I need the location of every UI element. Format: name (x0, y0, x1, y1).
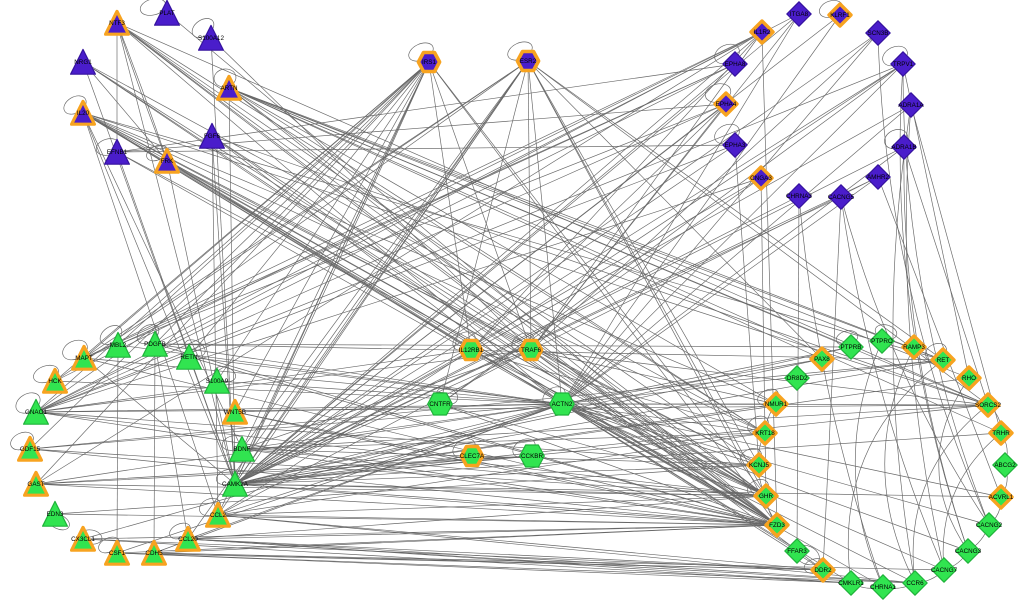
svg-text:RHO: RHO (962, 375, 976, 382)
svg-text:CDH5: CDH5 (145, 550, 163, 557)
svg-text:MAPT: MAPT (75, 355, 93, 362)
svg-text:S100A9: S100A9 (206, 378, 229, 385)
svg-text:CACNG7: CACNG7 (931, 567, 958, 574)
svg-text:EFNB1: EFNB1 (107, 149, 128, 156)
svg-text:CCL20: CCL20 (178, 536, 198, 543)
svg-text:FFAR3: FFAR3 (787, 548, 807, 555)
svg-text:CNGA3: CNGA3 (750, 175, 772, 182)
svg-text:GHR: GHR (759, 493, 773, 500)
svg-text:TRPV1: TRPV1 (893, 61, 914, 68)
svg-text:SORCS2: SORCS2 (975, 402, 1001, 409)
svg-text:HCK: HCK (48, 378, 62, 385)
svg-text:CACNG5: CACNG5 (828, 194, 855, 201)
svg-text:CACNG3: CACNG3 (955, 548, 982, 555)
svg-text:CHRNA1: CHRNA1 (870, 584, 896, 591)
svg-text:CSF1: CSF1 (109, 550, 126, 557)
svg-text:TRHR: TRHR (992, 430, 1010, 437)
svg-text:CX3CL1: CX3CL1 (71, 536, 95, 543)
svg-text:TRAF6: TRAF6 (521, 347, 541, 354)
svg-text:IL20: IL20 (77, 110, 90, 117)
svg-text:IL12RB1: IL12RB1 (459, 347, 484, 354)
svg-text:KLRF1: KLRF1 (830, 12, 850, 19)
svg-text:OR8D2: OR8D2 (787, 375, 808, 382)
svg-text:SCN3B: SCN3B (868, 30, 889, 37)
svg-text:ACTN2: ACTN2 (552, 401, 573, 408)
svg-text:GDF15: GDF15 (20, 446, 41, 453)
svg-text:CACNG2: CACNG2 (976, 522, 1003, 529)
svg-text:PTPRO: PTPRO (871, 338, 893, 345)
svg-text:ABCG2: ABCG2 (994, 462, 1016, 469)
svg-text:ARTN: ARTN (220, 85, 237, 92)
svg-text:DDR2: DDR2 (814, 567, 832, 574)
svg-text:FGF6: FGF6 (204, 133, 221, 140)
svg-text:CAMK2A: CAMK2A (222, 481, 249, 488)
svg-text:BDNF: BDNF (233, 446, 250, 453)
svg-text:CHRNA3: CHRNA3 (786, 193, 812, 200)
svg-text:ACVRL1: ACVRL1 (989, 494, 1014, 501)
svg-text:KRT18: KRT18 (755, 430, 775, 437)
svg-text:FRK: FRK (161, 158, 174, 165)
svg-text:RET: RET (937, 357, 950, 364)
svg-text:KCNJ5: KCNJ5 (749, 462, 769, 469)
svg-text:PLAT: PLAT (159, 10, 174, 17)
svg-text:WNT5B: WNT5B (224, 409, 246, 416)
svg-text:FZD3: FZD3 (769, 522, 785, 529)
svg-text:S100A12: S100A12 (198, 35, 224, 42)
svg-text:CCR6: CCR6 (906, 580, 924, 587)
svg-text:ADRA1B: ADRA1B (891, 144, 916, 151)
svg-text:PTPRB: PTPRB (841, 344, 862, 351)
svg-text:CCKBR: CCKBR (521, 453, 543, 460)
svg-text:EPHA4: EPHA4 (716, 101, 737, 108)
svg-text:CCL2: CCL2 (210, 512, 227, 519)
svg-text:CNTFR: CNTFR (429, 401, 451, 408)
svg-text:NTF3: NTF3 (109, 20, 125, 27)
svg-text:PDGFB: PDGFB (144, 341, 166, 348)
svg-text:AMHR2: AMHR2 (867, 174, 890, 181)
svg-text:ITGA8: ITGA8 (790, 11, 809, 18)
svg-text:ADRA1A: ADRA1A (898, 102, 924, 109)
svg-text:RETN: RETN (180, 354, 198, 361)
svg-text:PAX8: PAX8 (814, 356, 830, 363)
svg-text:MBL2: MBL2 (110, 342, 127, 349)
svg-text:NRG1: NRG1 (74, 59, 92, 66)
svg-text:GNAO1: GNAO1 (25, 409, 48, 416)
svg-text:IL1R2: IL1R2 (754, 29, 771, 36)
svg-text:RAMP3: RAMP3 (903, 344, 925, 351)
svg-text:GAST: GAST (27, 481, 44, 488)
svg-text:IRS1: IRS1 (422, 59, 436, 66)
svg-text:EDN3: EDN3 (47, 511, 64, 518)
svg-text:CMKLR1: CMKLR1 (838, 580, 864, 587)
svg-text:NMUR1: NMUR1 (765, 401, 788, 408)
svg-text:ESR2: ESR2 (520, 58, 537, 65)
svg-text:EPHA8: EPHA8 (725, 61, 746, 68)
svg-text:EPHA3: EPHA3 (725, 142, 746, 149)
svg-text:CLEC7A: CLEC7A (460, 453, 485, 460)
